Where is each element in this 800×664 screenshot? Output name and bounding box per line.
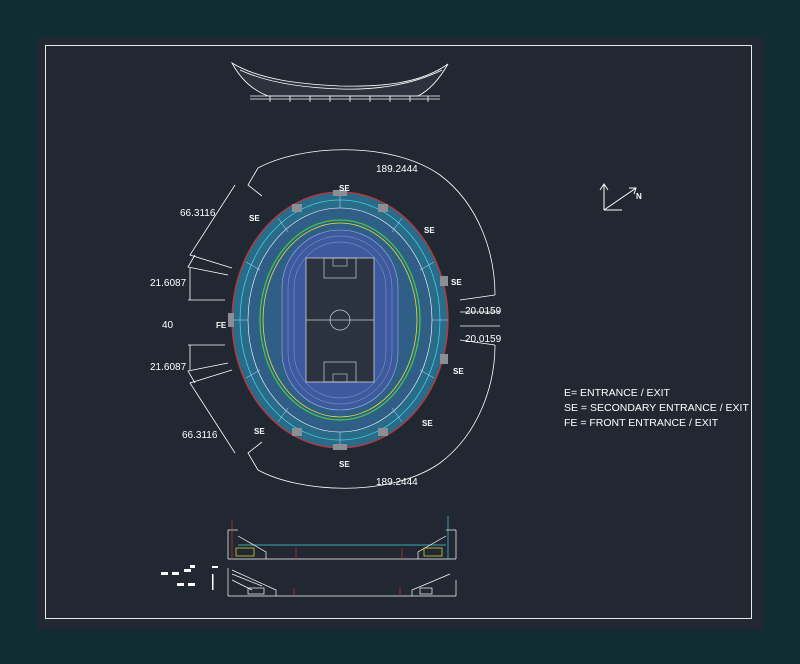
dim-left-lower-outer: 66.3116 xyxy=(182,430,218,441)
section-view-lower xyxy=(227,568,457,597)
entrance-label-right-lower: SE xyxy=(453,367,464,376)
legend: E= ENTRANCE / EXIT SE = SECONDARY ENTRAN… xyxy=(564,387,749,429)
sheet-border xyxy=(45,45,752,619)
legend-line-2: SE = SECONDARY ENTRANCE / EXIT xyxy=(564,402,749,414)
dim-right-lower: 20.0159 xyxy=(465,334,502,345)
entrance-label-top-right: SE xyxy=(424,226,435,235)
dim-top-arc: 189.2444 xyxy=(376,164,418,175)
legend-line-1: E= ENTRANCE / EXIT xyxy=(564,387,670,399)
dim-bottom-arc: 189.2444 xyxy=(376,477,418,488)
entrance-label-bottom-right: SE xyxy=(422,419,433,428)
entrance-label-top-left: SE xyxy=(249,214,260,223)
entrance-label-bottom-left: SE xyxy=(254,427,265,436)
north-label: N xyxy=(636,192,642,201)
roof-elevation xyxy=(230,61,449,102)
dim-left-center: 40 xyxy=(162,320,174,331)
dim-left-lower-inner: 21.6087 xyxy=(150,362,187,373)
entrance-label-left: FE xyxy=(216,321,227,330)
entrance-label-top: SE xyxy=(339,184,350,193)
dim-left-upper-outer: 66.3116 xyxy=(180,208,216,219)
entrance-label-bottom: SE xyxy=(339,460,350,469)
detail-marks xyxy=(161,565,218,590)
dim-right-upper: 20.0159 xyxy=(465,306,502,317)
entrance-label-right-upper: SE xyxy=(451,278,462,287)
stand-inner-edge xyxy=(259,219,421,421)
section-view-upper xyxy=(227,516,457,560)
north-arrow-icon xyxy=(599,183,637,211)
dimension-arcs xyxy=(187,149,500,489)
dim-left-upper-inner: 21.6087 xyxy=(150,278,187,289)
legend-line-3: FE = FRONT ENTRANCE / EXIT xyxy=(564,417,719,429)
stadium-plan xyxy=(228,190,449,450)
